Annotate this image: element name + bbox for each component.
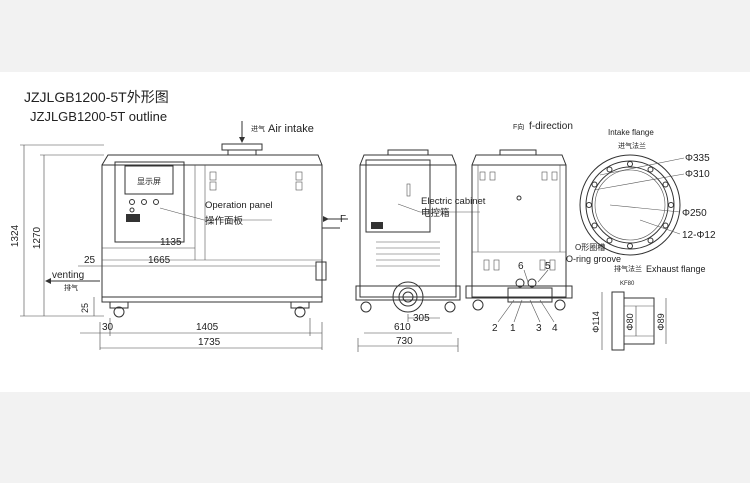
air-intake-cn: 进气 [251, 124, 265, 133]
bottom-margin [0, 392, 750, 483]
rear-view: 2 1 3 4 5 6 [465, 149, 573, 334]
intake-flange-en: Intake flange [608, 128, 654, 137]
bolt-holes [586, 161, 674, 249]
exhaust-flange-en: Exhaust flange [646, 264, 706, 274]
venting-cn: 排气 [64, 283, 78, 292]
dim-1665: 1665 [148, 255, 171, 266]
f-direction-cn: F向 [513, 122, 524, 131]
exhaust-flange-detail: 排气法兰 Exhaust flange KF80 Φ114 Φ80 Φ89 [591, 264, 706, 351]
dim-holes: 12-Φ12 [682, 230, 716, 241]
dim-25-vertical: 25 [80, 303, 90, 313]
dim-30: 30 [102, 322, 114, 333]
f-direction-en: f-direction [529, 121, 573, 132]
operation-panel-cn: 操作面板 [205, 215, 244, 227]
dim-1324: 1324 [10, 224, 21, 247]
dim-phi-80: Φ80 [625, 313, 635, 330]
part-number-5: 5 [545, 261, 551, 272]
exhaust-flange-cn: 排气法兰 [614, 264, 642, 273]
title-english: JZJLGB1200-5T outline [30, 109, 168, 124]
dim-phi-250: Φ250 [682, 208, 707, 219]
dim-phi-114: Φ114 [591, 311, 601, 333]
oring-groove-en: O-ring groove [566, 254, 621, 264]
oring-groove-cn: O形圈槽 [575, 242, 605, 252]
dim-1735: 1735 [198, 337, 221, 348]
part-number-6: 6 [518, 261, 524, 272]
top-margin [0, 0, 750, 72]
dim-phi-335: Φ335 [685, 153, 710, 164]
title-chinese: JZJLGB1200-5T外形图 [24, 89, 169, 105]
dim-305: 305 [413, 313, 430, 324]
dim-25: 25 [84, 255, 96, 266]
dim-1270: 1270 [32, 226, 43, 249]
dim-1405: 1405 [196, 322, 219, 333]
display-screen-label: 显示屏 [137, 177, 161, 186]
side-view: F向 f-direction Electric cabinet 电控箱 305 … [355, 121, 573, 352]
venting-en: venting [52, 270, 84, 281]
dim-phi-310: Φ310 [685, 169, 710, 180]
intake-flange-detail: Intake flange 进气法兰 [566, 128, 716, 264]
part-number-4: 4 [552, 323, 558, 334]
dim-1135: 1135 [160, 237, 182, 248]
part-number-3: 3 [536, 323, 542, 334]
operation-panel-en: Operation panel [205, 200, 273, 211]
dim-610: 610 [394, 322, 411, 333]
front-view: 显示屏 进气 Air intake [10, 121, 348, 350]
kf-code: KF80 [620, 281, 635, 287]
electric-cabinet-cn: 电控箱 [421, 207, 450, 219]
part-number-2: 2 [492, 323, 498, 334]
air-intake-en: Air intake [268, 123, 314, 135]
dim-phi-89: Φ89 [656, 313, 666, 330]
f-arrow-label: F [340, 214, 346, 225]
part-number-1: 1 [510, 323, 516, 334]
electric-cabinet-en: Electric cabinet [421, 196, 486, 207]
intake-flange-cn: 进气法兰 [618, 141, 646, 150]
dim-730: 730 [396, 336, 413, 347]
